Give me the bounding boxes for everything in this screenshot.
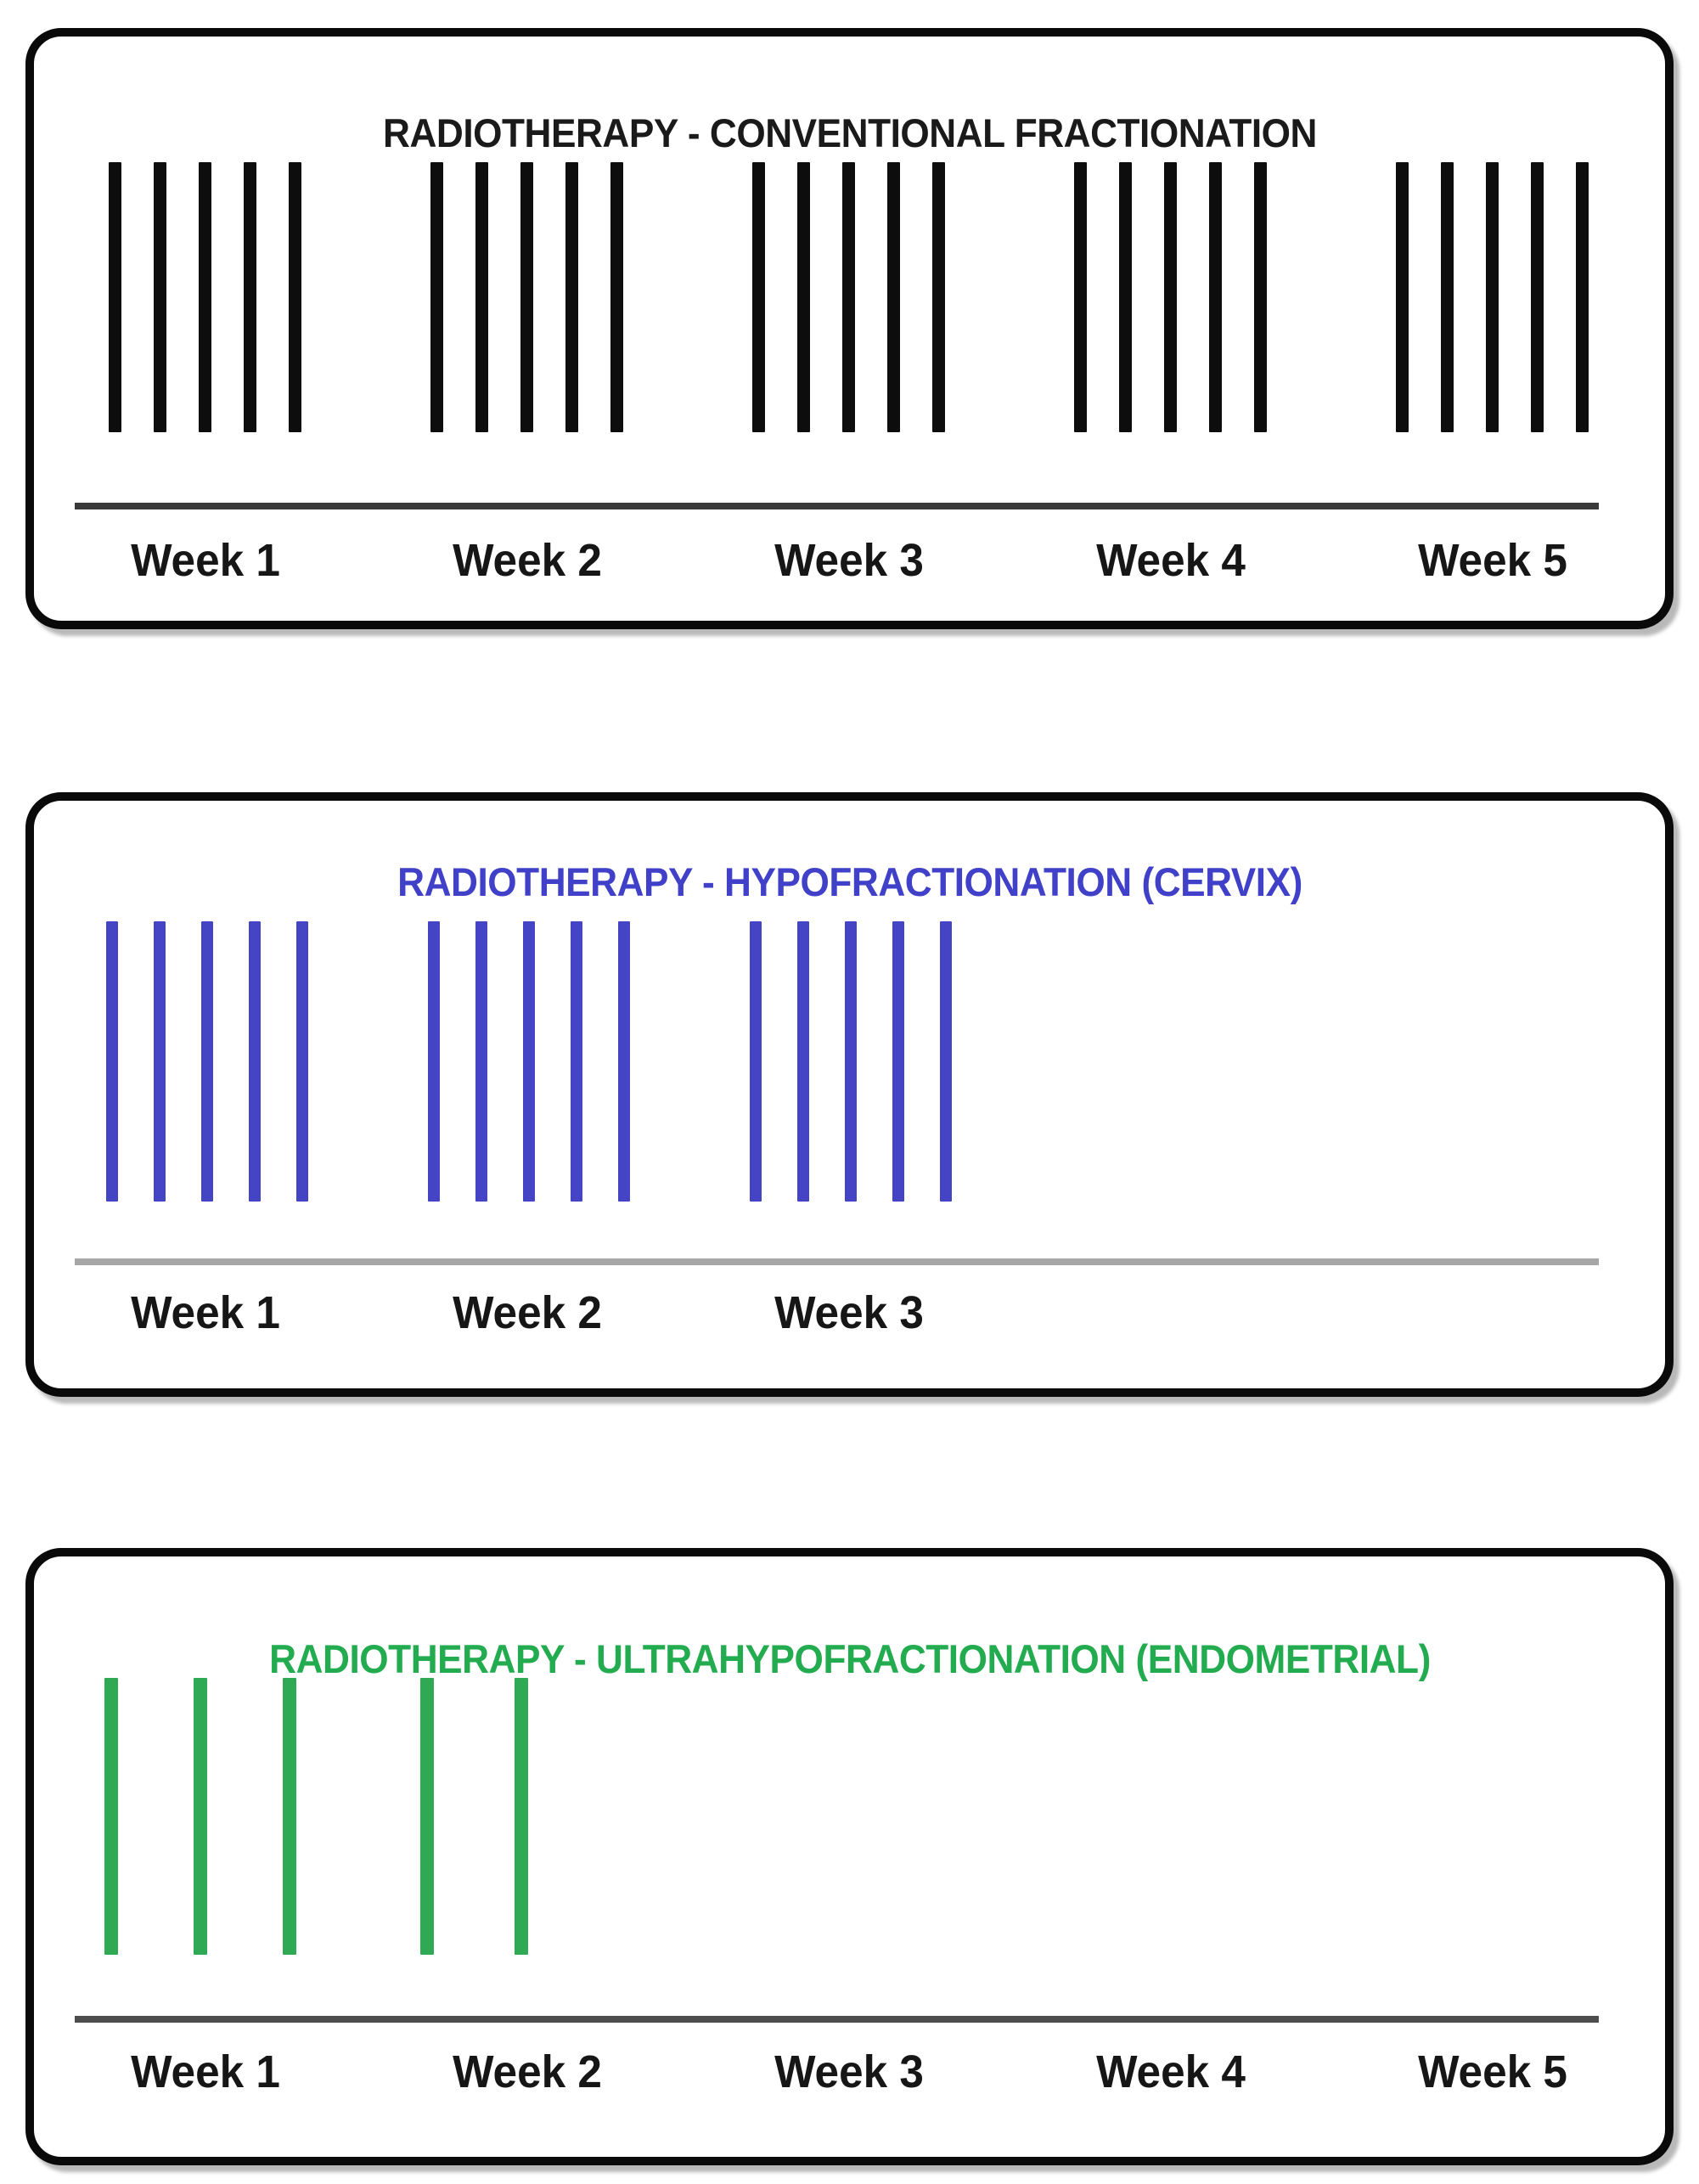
fraction-bar bbox=[475, 921, 487, 1202]
fraction-bars-hypofractionation bbox=[34, 801, 1665, 1388]
fraction-bar bbox=[249, 921, 261, 1202]
fraction-bar bbox=[571, 921, 582, 1202]
panel-hypofractionation-cervix: RADIOTHERAPY - HYPOFRACTIONATION (CERVIX… bbox=[25, 792, 1674, 1397]
fraction-bar bbox=[751, 162, 765, 432]
fraction-bar bbox=[288, 162, 301, 432]
week-label: Week 1 bbox=[130, 535, 280, 586]
fraction-bar bbox=[1395, 162, 1409, 432]
fraction-bar bbox=[1118, 162, 1132, 432]
week-label: Week 2 bbox=[452, 1287, 602, 1338]
fraction-bar bbox=[153, 162, 166, 432]
week-labels-row: Week 1 Week 2 Week 3 bbox=[34, 801, 1665, 1388]
fraction-bar bbox=[796, 162, 810, 432]
fraction-bar bbox=[1208, 162, 1222, 432]
fraction-bar bbox=[430, 162, 443, 432]
fraction-bar bbox=[610, 162, 623, 432]
week-labels-row: Week 1 Week 2 Week 3 Week 4 Week 5 bbox=[34, 37, 1665, 621]
fraction-bar bbox=[108, 162, 121, 432]
fraction-bar bbox=[931, 162, 945, 432]
fraction-bars-ultrahypofractionation bbox=[34, 1556, 1665, 2157]
fraction-bar bbox=[475, 162, 488, 432]
fraction-bar bbox=[797, 921, 809, 1202]
fraction-bars-conventional bbox=[34, 37, 1665, 621]
fraction-bar bbox=[428, 921, 440, 1202]
week-axis-line bbox=[75, 1258, 1599, 1265]
fraction-bar bbox=[201, 921, 213, 1202]
week-label: Week 4 bbox=[1095, 535, 1246, 586]
week-label: Week 3 bbox=[774, 1287, 924, 1338]
fraction-bar bbox=[154, 921, 166, 1202]
fraction-bar bbox=[1575, 162, 1589, 432]
fraction-bar bbox=[841, 162, 855, 432]
week-label: Week 1 bbox=[130, 2046, 280, 2097]
fraction-bar bbox=[1163, 162, 1177, 432]
fraction-bar bbox=[420, 1678, 434, 1955]
week-label: Week 3 bbox=[774, 2046, 924, 2097]
fraction-bar bbox=[106, 921, 118, 1202]
week-label: Week 4 bbox=[1095, 2046, 1246, 2097]
fraction-bar bbox=[515, 1678, 528, 1955]
fraction-bar bbox=[198, 162, 211, 432]
fraction-bar bbox=[296, 921, 308, 1202]
week-label: Week 1 bbox=[130, 1287, 280, 1338]
fraction-bar bbox=[750, 921, 762, 1202]
week-axis-line bbox=[75, 503, 1599, 509]
fraction-bar bbox=[194, 1678, 207, 1955]
week-label: Week 5 bbox=[1417, 535, 1567, 586]
panel-title: RADIOTHERAPY - HYPOFRACTIONATION (CERVIX… bbox=[397, 859, 1302, 904]
fraction-bar bbox=[892, 921, 904, 1202]
week-label: Week 5 bbox=[1417, 2046, 1567, 2097]
week-axis-line bbox=[75, 2016, 1599, 2023]
fraction-bar bbox=[1440, 162, 1454, 432]
fraction-bar bbox=[104, 1678, 118, 1955]
fraction-bar bbox=[886, 162, 900, 432]
fraction-bar bbox=[940, 921, 952, 1202]
panel-title: RADIOTHERAPY - ULTRAHYPOFRACTIONATION (E… bbox=[268, 1636, 1431, 1681]
panel-title: RADIOTHERAPY - CONVENTIONAL FRACTIONATIO… bbox=[382, 110, 1317, 155]
panel-conventional-fractionation: RADIOTHERAPY - CONVENTIONAL FRACTIONATIO… bbox=[25, 28, 1674, 629]
week-labels-row: Week 1 Week 2 Week 3 Week 4 Week 5 bbox=[34, 1556, 1665, 2157]
panel-ultrahypofractionation-endometrial: RADIOTHERAPY - ULTRAHYPOFRACTIONATION (E… bbox=[25, 1548, 1674, 2165]
fraction-bar bbox=[565, 162, 578, 432]
fraction-bar bbox=[1485, 162, 1499, 432]
fraction-bar bbox=[618, 921, 630, 1202]
week-label: Week 2 bbox=[452, 2046, 602, 2097]
week-label: Week 2 bbox=[452, 535, 602, 586]
week-label: Week 3 bbox=[774, 535, 924, 586]
fraction-bar bbox=[845, 921, 857, 1202]
fraction-bar bbox=[523, 921, 535, 1202]
fraction-bar bbox=[283, 1678, 296, 1955]
fraction-bar bbox=[1530, 162, 1544, 432]
fraction-bar bbox=[520, 162, 533, 432]
fraction-bar bbox=[1253, 162, 1267, 432]
fraction-bar bbox=[1073, 162, 1087, 432]
fraction-bar bbox=[243, 162, 256, 432]
